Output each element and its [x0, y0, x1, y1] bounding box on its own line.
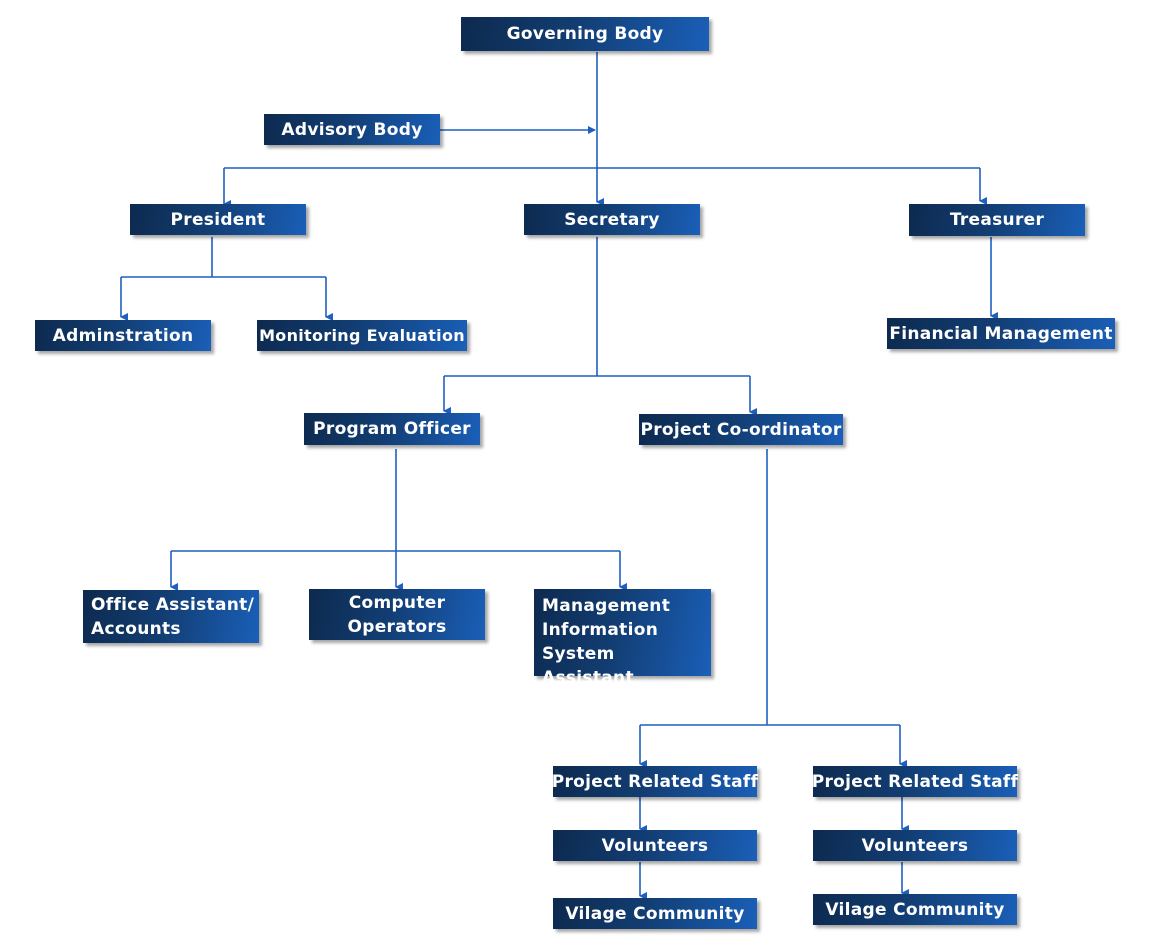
node-administration: Adminstration — [35, 320, 211, 351]
node-president: President — [130, 204, 306, 235]
node-project-related-staff-1: Project Related Staff — [552, 766, 758, 797]
node-secretary: Secretary — [524, 204, 700, 235]
node-office-assistant-accounts: Office Assistant/ Accounts — [83, 590, 259, 643]
node-governing-body: Governing Body — [461, 17, 709, 51]
node-project-related-staff-2: Project Related Staff — [812, 766, 1018, 797]
node-project-coordinator: Project Co-ordinator — [639, 414, 843, 445]
node-village-community-2: Vilage Community — [813, 894, 1017, 925]
node-village-community-1: Vilage Community — [553, 898, 757, 929]
node-treasurer: Treasurer — [909, 204, 1085, 236]
node-volunteers-2: Volunteers — [813, 830, 1017, 861]
node-program-officer: Program Officer — [304, 413, 480, 445]
node-computer-operators: Computer Operators — [309, 589, 485, 640]
node-advisory-body: Advisory Body — [264, 114, 440, 145]
node-mis-assistant: Management Information System Assistant — [534, 589, 711, 688]
node-volunteers-1: Volunteers — [553, 830, 757, 861]
node-monitoring-evaluation: Monitoring Evaluation — [257, 320, 467, 351]
node-financial-management: Financial Management — [887, 318, 1115, 349]
